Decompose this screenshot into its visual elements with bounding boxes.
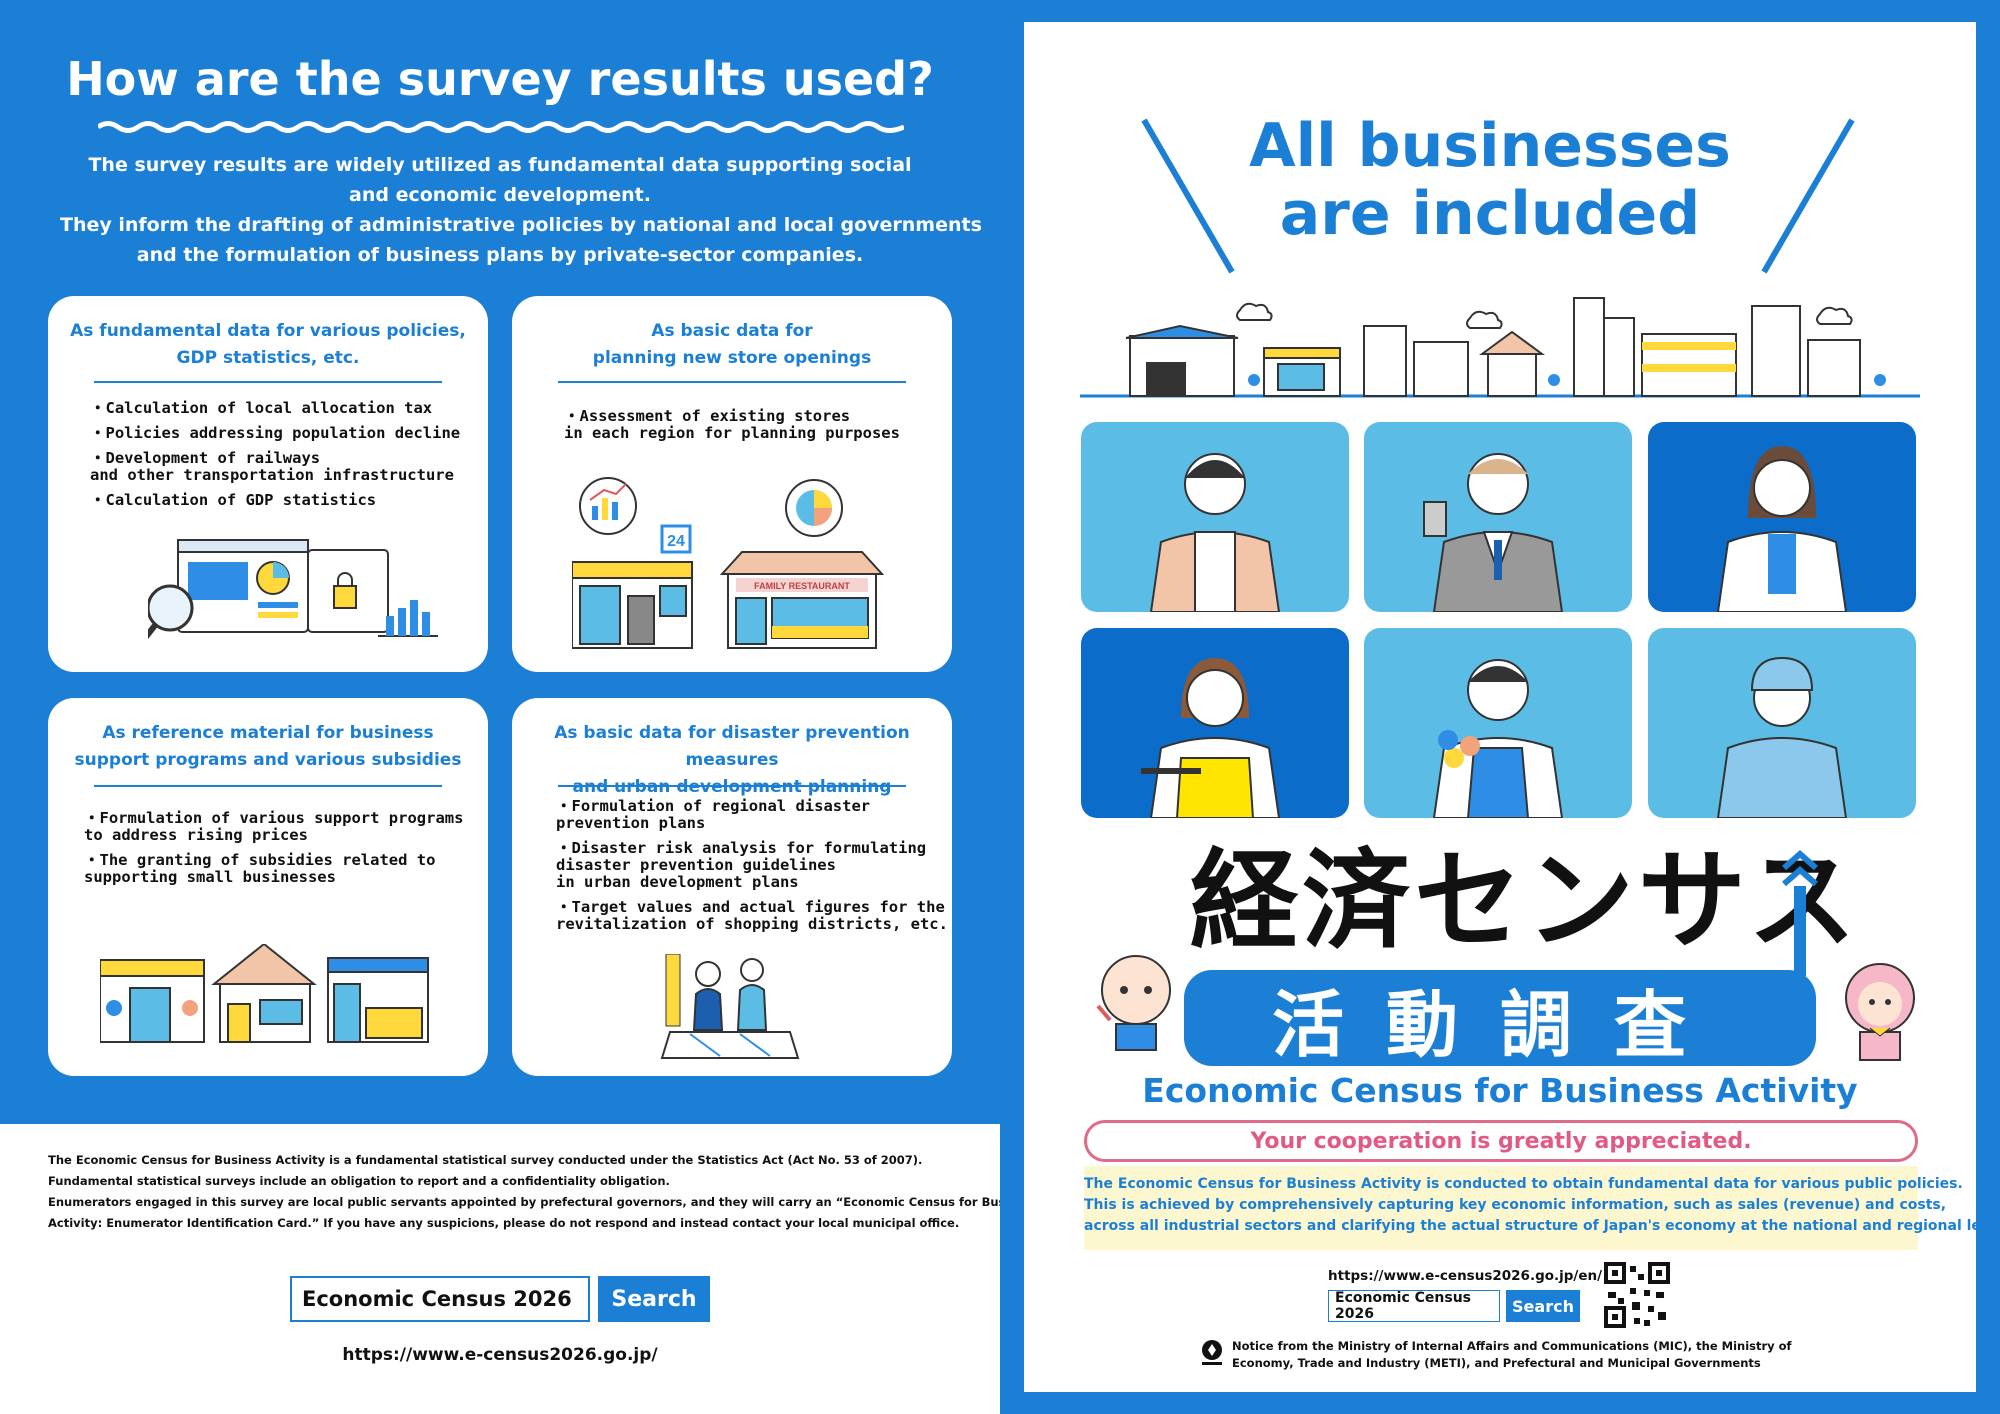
description-box: The Economic Census for Business Activit… [1084, 1166, 2000, 1250]
card-list: ・Formulation of regional disaster preven… [556, 798, 948, 941]
list-item: ・Assessment of existing stores in each r… [564, 407, 900, 442]
search-button[interactable]: Search [1506, 1290, 1580, 1322]
card-title: As reference material for business suppo… [74, 723, 462, 770]
card-list: ・Formulation of various support programs… [84, 810, 463, 894]
intro-text: The survey results are widely utilized a… [60, 154, 982, 266]
section-title: How are the survey results used? [66, 52, 934, 106]
urban-planning-illustration [660, 954, 800, 1059]
data-analysis-illustration [148, 539, 438, 640]
card-disaster-prevention: As basic data for disaster prevention me… [512, 698, 952, 1076]
qr-code-icon[interactable] [1604, 1262, 1670, 1328]
restaurant-sign: FAMILY RESTAURANT [754, 581, 850, 591]
small-shops-illustration [100, 944, 429, 1043]
card-list: ・Calculation of local allocation tax ・Po… [90, 400, 460, 517]
florist-icon [1432, 659, 1564, 818]
card-divider [558, 381, 906, 383]
researcher-icon [1716, 446, 1848, 612]
search-button[interactable]: Search [598, 1276, 710, 1322]
hairdresser-icon [1149, 453, 1281, 612]
mascot-boy [1096, 955, 1171, 1051]
stores-illustration: 24 FAMILY RESTAURANT [572, 477, 885, 649]
list-item: ・Target values and actual figures for th… [556, 898, 948, 933]
ministry-notice: Notice from the Ministry of Internal Aff… [1232, 1339, 1792, 1370]
list-item: ・Formulation of regional disaster preven… [556, 797, 871, 832]
list-item: ・Calculation of GDP statistics [90, 491, 377, 509]
english-site-url[interactable]: https://www.e-census2026.go.jp/en/ [1328, 1268, 1603, 1284]
accountant-icon [1423, 453, 1564, 612]
badge-24: 24 [667, 533, 685, 550]
card-divider [94, 381, 442, 383]
list-item: ・The granting of subsidies related to su… [84, 851, 436, 886]
list-item: ・Calculation of local allocation tax [90, 399, 433, 417]
cityscape-illustration [1080, 297, 1920, 398]
chevron-up-icon [1782, 850, 1818, 976]
search-input[interactable]: Economic Census 2026 [290, 1276, 590, 1322]
disclaimer: The Economic Census for Business Activit… [48, 1153, 1040, 1230]
card-title: As basic data for disaster prevention me… [554, 723, 910, 797]
worker-tile-accountant [1364, 422, 1632, 612]
technician-icon [1716, 656, 1848, 818]
headline: All businesses are included [1249, 111, 1731, 249]
worker-tile-technician [1648, 628, 1916, 818]
cooperation-banner: Your cooperation is greatly appreciated. [1084, 1120, 1918, 1162]
list-item: ・Development of railways and other trans… [90, 449, 454, 484]
right-slash-decoration [1761, 118, 1855, 274]
statistics-bureau-logo-icon [1202, 1340, 1222, 1365]
card-store-openings: As basic data for planning new store ope… [512, 296, 952, 672]
card-divider [558, 785, 906, 787]
logo-subtitle-jp: 活動調査 [1184, 970, 1816, 1067]
list-item: ・Disaster risk analysis for formulating … [556, 839, 927, 891]
list-item: ・Formulation of various support programs… [84, 809, 464, 844]
card-title: As basic data for planning new store ope… [592, 321, 872, 368]
worker-tile-florist [1364, 628, 1632, 818]
card-list: ・Assessment of existing stores in each r… [564, 408, 900, 450]
mascot-girl [1845, 963, 1915, 1061]
card-business-support: As reference material for business suppo… [48, 698, 488, 1076]
worker-tile-researcher [1648, 422, 1916, 612]
search-input[interactable]: Economic Census 2026 [1328, 1290, 1500, 1322]
wave-divider [98, 121, 904, 133]
worker-tile-waitress [1081, 628, 1349, 818]
english-title: Economic Census for Business Activity [1142, 1071, 1858, 1110]
logo-title-jp: 経済センサス [1190, 839, 1860, 964]
waitress-icon [1141, 658, 1281, 818]
site-url[interactable]: https://www.e-census2026.go.jp/ [342, 1345, 658, 1365]
left-footer [0, 1124, 1000, 1414]
card-title: As fundamental data for various policies… [70, 321, 466, 368]
left-slash-decoration [1141, 118, 1235, 274]
card-divider [94, 785, 442, 787]
card-policies: As fundamental data for various policies… [48, 296, 488, 672]
list-item: ・Policies addressing population decline [90, 424, 461, 442]
worker-tile-hairdresser [1081, 422, 1349, 612]
